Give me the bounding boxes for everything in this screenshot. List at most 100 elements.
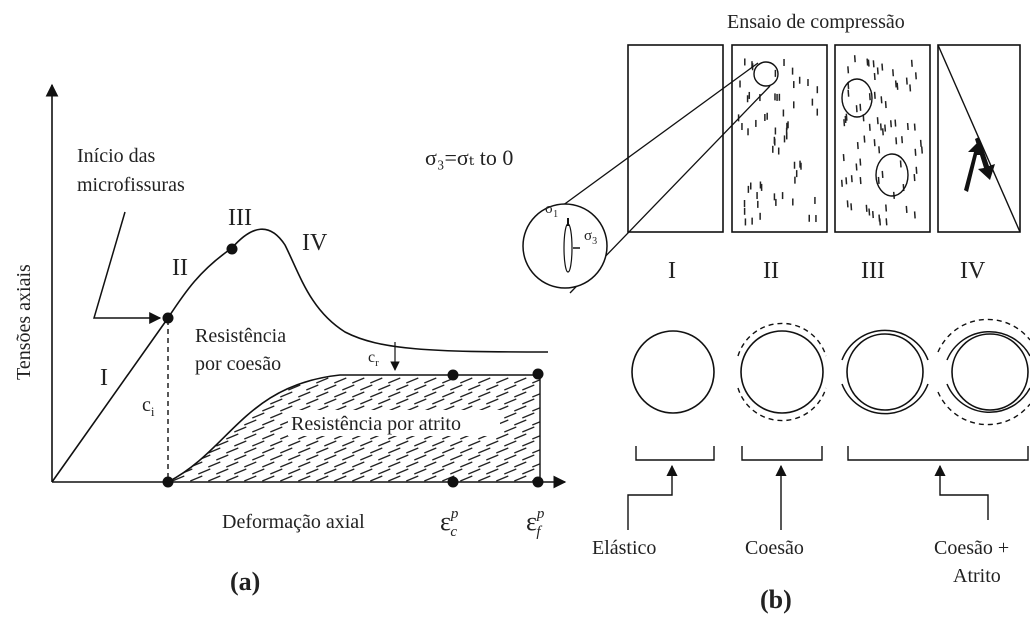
hatch-stroke: [540, 385, 552, 390]
hatch-stroke: [432, 454, 445, 461]
cohesion-label-2: por coesão: [195, 353, 281, 375]
hatch-stroke: [352, 461, 365, 468]
hatch-stroke: [504, 398, 517, 405]
hatch-stroke: [388, 461, 401, 468]
hatch-stroke: [540, 413, 552, 418]
hatch-stroke: [540, 427, 552, 432]
hatch-stroke: [514, 391, 527, 398]
hatch-stroke: [388, 447, 401, 454]
caption-b: (b): [760, 585, 792, 614]
hatch-stroke: [496, 433, 509, 440]
crack-cluster-2: [875, 153, 909, 197]
sigma1-label: σ1: [545, 201, 558, 220]
hatch-stroke: [532, 391, 540, 398]
hatch-stroke: [280, 475, 293, 482]
microcrack: [914, 148, 917, 156]
hatch-stroke: [244, 447, 257, 454]
point-microcrack-start: [162, 312, 174, 324]
cohesion-arc-top-2: [737, 322, 827, 357]
hatch-stroke: [460, 447, 473, 454]
hatch-stroke: [342, 468, 355, 475]
hatch-stroke: [450, 468, 463, 475]
hatch-stroke: [172, 405, 185, 412]
point-eps-f-axis: [532, 476, 544, 488]
hatch-stroke: [316, 377, 329, 384]
hatch-stroke: [486, 468, 499, 475]
microcrack: [873, 91, 876, 99]
bracket-cohesion-friction: [847, 446, 1029, 461]
friction-arc-bottom-3: [841, 383, 929, 415]
microcrack: [879, 218, 882, 226]
group-cohesion-friction-2: Atrito: [953, 565, 1001, 587]
hatch-stroke: [334, 447, 347, 454]
hatch-stroke: [172, 419, 185, 426]
stage-label-b-3: III: [861, 258, 885, 284]
hatch-stroke: [468, 398, 481, 405]
hatch-stroke: [226, 433, 239, 440]
hatch-stroke: [460, 377, 473, 384]
bracket-cohesion: [741, 446, 823, 461]
hatch-stroke: [532, 405, 540, 412]
hatch-stroke: [190, 419, 203, 426]
hatch-stroke: [540, 399, 552, 404]
hatch-stroke: [262, 405, 275, 412]
microcrack: [872, 60, 875, 68]
arrow-cohesion-friction: [934, 464, 989, 520]
microcrack: [892, 69, 895, 77]
hatch-stroke: [396, 398, 409, 405]
stage-label-b-4: IV: [960, 258, 986, 284]
microcrack: [884, 100, 887, 109]
microcrack: [847, 89, 850, 97]
hatch-stroke: [262, 447, 275, 454]
hatch-stroke: [486, 398, 499, 405]
microcrack: [847, 66, 850, 74]
callout-arrow: [92, 211, 162, 324]
hatch-stroke: [270, 412, 283, 419]
hatch-stroke: [496, 377, 509, 384]
microcrack: [909, 84, 912, 92]
hatch-stroke: [496, 475, 509, 482]
hatch-stroke: [360, 384, 373, 391]
hatch-stroke: [252, 412, 265, 419]
hatch-stroke: [396, 454, 409, 461]
microcrack: [859, 177, 862, 185]
microcrack: [855, 105, 858, 113]
hatch-stroke: [288, 454, 301, 461]
hatch-stroke: [378, 468, 391, 475]
hatch-stroke: [532, 377, 540, 384]
hatch-stroke: [252, 384, 265, 391]
cohesion-arc-top-4: [937, 318, 1030, 353]
hatch-stroke: [252, 426, 265, 433]
cr-label: cr: [368, 349, 379, 369]
hatch-stroke: [414, 384, 427, 391]
hatch-stroke: [532, 433, 540, 440]
hatch-stroke: [522, 398, 535, 405]
hatch-stroke: [226, 377, 239, 384]
hatch-stroke: [190, 391, 203, 398]
hatch-stroke: [216, 454, 229, 461]
hatch-stroke: [244, 391, 257, 398]
microcrack: [913, 174, 916, 182]
hatch-stroke: [414, 398, 427, 405]
hatch-stroke: [280, 447, 293, 454]
specimen-4: [937, 44, 1021, 233]
hatch-stroke: [244, 475, 257, 482]
hatch-stroke: [316, 461, 329, 468]
hatch-stroke: [172, 461, 185, 468]
microcrack: [881, 63, 884, 71]
microcrack: [879, 123, 882, 131]
hatch-stroke: [370, 391, 383, 398]
hatch-stroke: [324, 440, 337, 447]
hatch-stroke: [460, 461, 473, 468]
hatch-stroke: [226, 405, 239, 412]
hatch-stroke: [262, 461, 275, 468]
hatch-stroke: [180, 440, 193, 447]
group-cohesion-friction-1: Coesão +: [934, 537, 1009, 559]
callout-line-1: Início das: [77, 145, 156, 167]
hatch-stroke: [540, 469, 552, 474]
hatch-stroke: [342, 384, 355, 391]
stage-label-a-1: I: [100, 365, 108, 391]
hatch-stroke: [180, 426, 193, 433]
hatch-stroke: [486, 440, 499, 447]
